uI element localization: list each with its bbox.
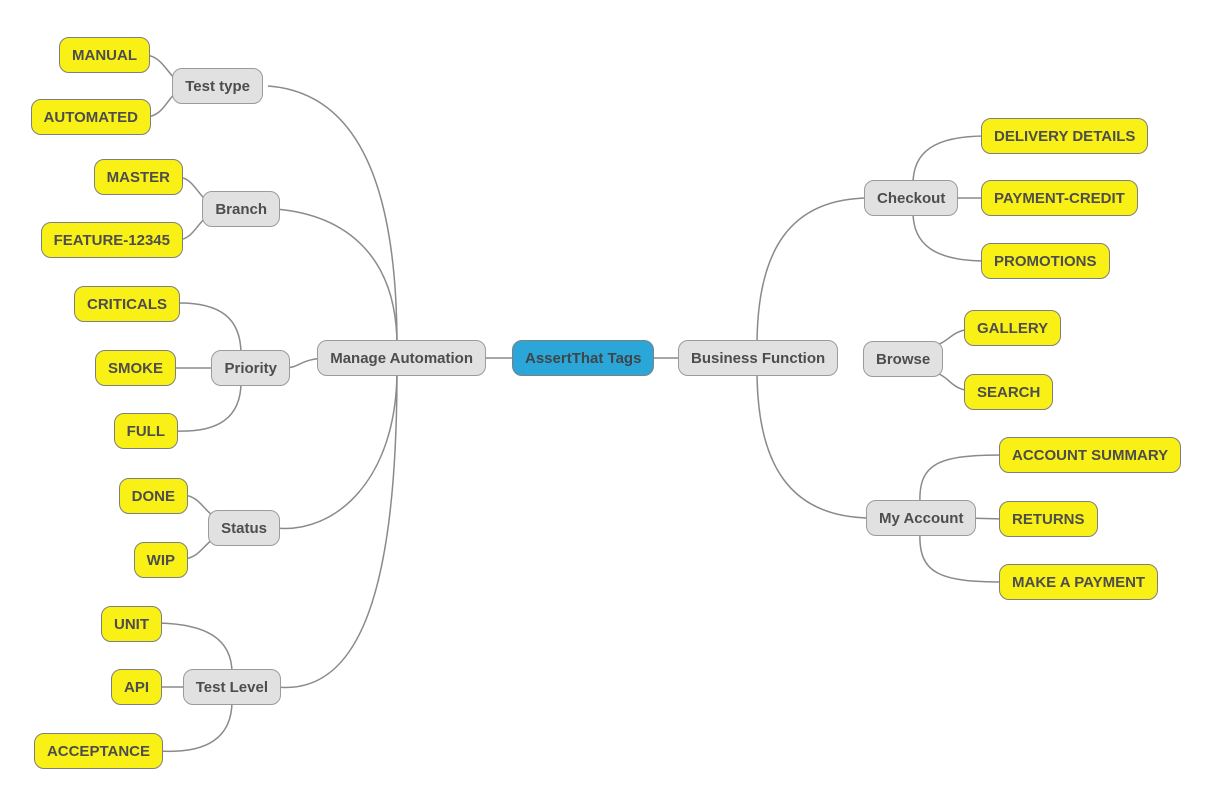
- edge-checkout-delivery-details: [912, 135, 987, 185]
- node-account-summary[interactable]: ACCOUNT SUMMARY: [999, 437, 1182, 473]
- node-smoke[interactable]: SMOKE: [94, 350, 176, 386]
- node-business-function[interactable]: Business Function: [678, 340, 839, 376]
- node-api[interactable]: API: [110, 669, 162, 705]
- edge-manage-branch: [275, 208, 398, 347]
- edge-manage-test-type: [267, 85, 398, 347]
- node-returns[interactable]: RETURNS: [999, 501, 1098, 537]
- node-done[interactable]: DONE: [118, 478, 188, 514]
- edge-business-checkout: [756, 197, 871, 347]
- node-assertthat-tags[interactable]: AssertThat Tags: [512, 340, 655, 376]
- node-branch[interactable]: Branch: [202, 191, 280, 227]
- edge-business-my-account: [756, 369, 873, 519]
- node-feature-12345[interactable]: FEATURE-12345: [40, 222, 183, 258]
- edge-my-account-make-payment: [919, 531, 1005, 583]
- node-full[interactable]: FULL: [113, 413, 178, 449]
- node-checkout[interactable]: Checkout: [864, 180, 959, 216]
- node-make-a-payment[interactable]: MAKE A PAYMENT: [999, 564, 1159, 600]
- node-manage-automation[interactable]: Manage Automation: [317, 340, 486, 376]
- node-promotions[interactable]: PROMOTIONS: [981, 243, 1110, 279]
- node-criticals[interactable]: CRITICALS: [74, 286, 180, 322]
- node-priority[interactable]: Priority: [211, 350, 290, 386]
- node-delivery-details[interactable]: DELIVERY DETAILS: [981, 118, 1149, 154]
- node-status[interactable]: Status: [208, 510, 280, 546]
- node-gallery[interactable]: GALLERY: [964, 310, 1062, 346]
- node-manual[interactable]: MANUAL: [59, 37, 150, 73]
- edge-priority-full: [173, 381, 242, 432]
- node-my-account[interactable]: My Account: [866, 500, 977, 536]
- node-test-level[interactable]: Test Level: [182, 669, 281, 705]
- edge-priority-criticals: [175, 302, 242, 355]
- edge-checkout-promotions: [912, 211, 987, 262]
- node-wip[interactable]: WIP: [133, 542, 188, 578]
- node-test-type[interactable]: Test type: [172, 68, 263, 104]
- node-unit[interactable]: UNIT: [101, 606, 162, 642]
- node-browse[interactable]: Browse: [863, 341, 944, 377]
- edge-test-level-unit: [157, 622, 233, 674]
- node-master[interactable]: MASTER: [93, 159, 183, 195]
- node-search[interactable]: SEARCH: [964, 374, 1054, 410]
- edge-test-level-acceptance: [158, 700, 233, 753]
- node-automated[interactable]: AUTOMATED: [30, 99, 151, 135]
- node-acceptance[interactable]: ACCEPTANCE: [33, 733, 163, 769]
- edge-manage-test-level: [275, 369, 398, 689]
- edge-my-account-summary: [919, 454, 1005, 505]
- node-payment-credit[interactable]: PAYMENT-CREDIT: [981, 180, 1138, 216]
- edge-manage-status: [275, 369, 398, 530]
